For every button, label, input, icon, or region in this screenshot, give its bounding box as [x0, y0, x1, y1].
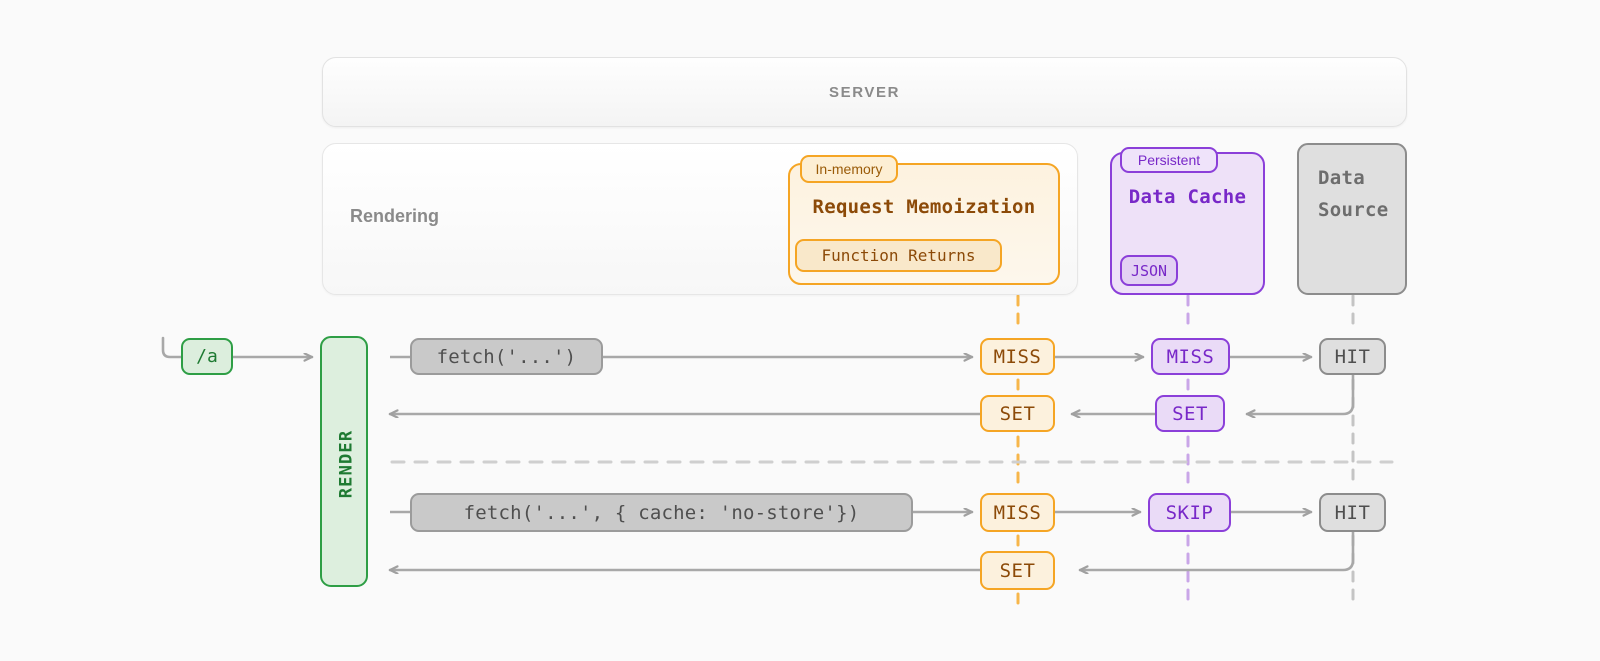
render-bar-text-wrap: RENDER — [322, 338, 370, 589]
route-chip: /a — [181, 338, 233, 375]
function-returns-chip: Function Returns — [795, 239, 1002, 272]
fetch-code-row-1: fetch('...') — [410, 338, 603, 375]
render-bar: RENDER — [320, 336, 368, 587]
memoization-set-row-1: SET — [980, 395, 1055, 432]
data-source-status-row-2: HIT — [1319, 493, 1386, 532]
data-cache-set-row-1: SET — [1155, 395, 1225, 432]
fetch-code-row-2: fetch('...', { cache: 'no-store'}) — [410, 493, 913, 532]
server-frame: SERVER — [322, 57, 1407, 127]
json-chip: JSON — [1120, 255, 1178, 286]
data-cache-title: Data Cache — [1128, 186, 1247, 208]
data-source-status-row-1: HIT — [1319, 338, 1386, 375]
persistent-tab: Persistent — [1120, 147, 1218, 173]
render-bar-label: RENDER — [336, 429, 357, 498]
request-memoization-title: Request Memoization — [812, 196, 1036, 218]
rendering-panel-label: Rendering — [350, 206, 440, 226]
data-source-title-line1: Data — [1318, 167, 1365, 189]
server-label: SERVER — [828, 83, 900, 101]
data-cache-status-row-1: MISS — [1151, 338, 1230, 375]
memoization-status-row-1: MISS — [980, 338, 1055, 375]
in-memory-tab: In-memory — [800, 155, 898, 183]
data-source-box — [1297, 143, 1407, 295]
memoization-status-row-2: MISS — [980, 493, 1055, 532]
data-source-title: Data Source — [1318, 162, 1408, 226]
memoization-set-row-2: SET — [980, 551, 1055, 590]
data-source-title-line2: Source — [1318, 199, 1389, 221]
data-cache-status-row-2: SKIP — [1148, 493, 1231, 532]
